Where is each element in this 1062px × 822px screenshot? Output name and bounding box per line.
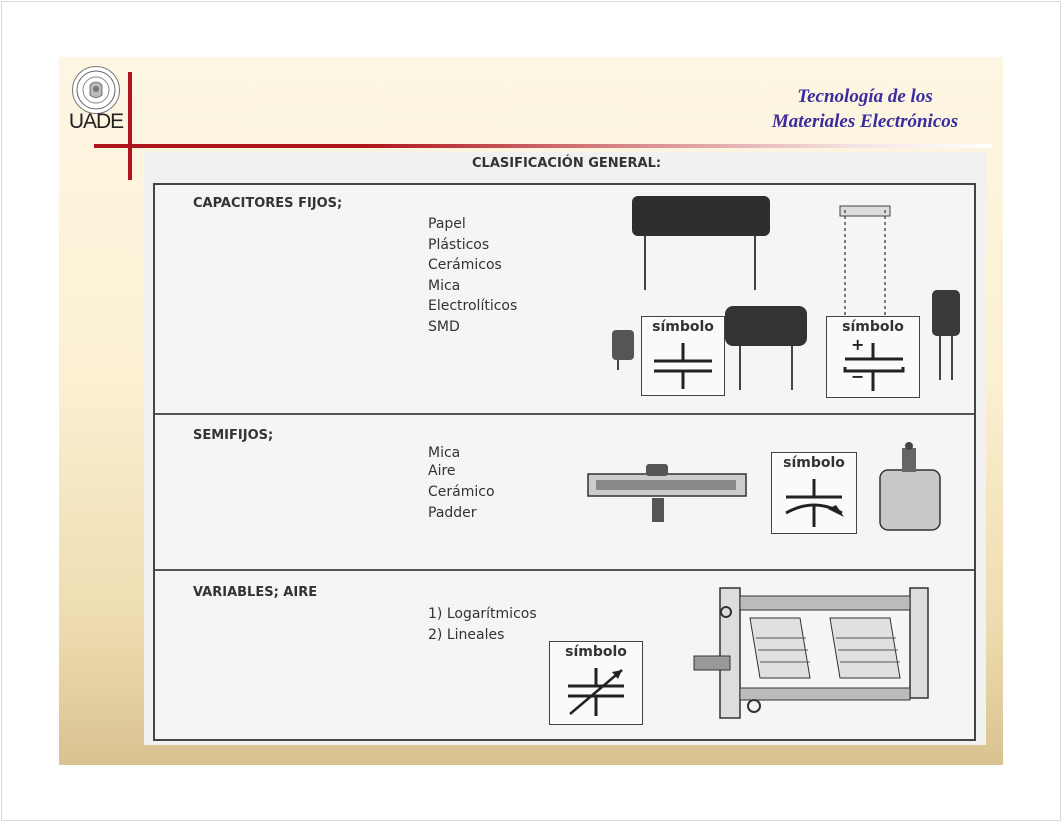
list-item: Mica <box>428 445 461 461</box>
list-item: Padder <box>428 505 477 521</box>
symbol-box-variable: símbolo <box>549 641 643 725</box>
electrolytic-capacitor-symbol-icon <box>843 343 905 391</box>
list-item: 2) Lineales <box>428 626 505 643</box>
symbol-label: símbolo <box>565 644 627 660</box>
list-item: Plásticos <box>428 236 490 253</box>
uade-logo: UADE <box>68 64 124 134</box>
accent-horizontal-line <box>94 144 992 148</box>
fixed-capacitor-symbol-icon <box>654 343 712 389</box>
list-item: SMD <box>428 318 460 335</box>
list-item: Papel <box>428 216 466 232</box>
plus-sign: + <box>851 335 865 354</box>
university-seal-icon <box>72 66 120 114</box>
row-divider <box>155 569 974 571</box>
variable-types-list: 1) Logarítmicos 2) Lineales <box>428 604 537 645</box>
symbol-label: símbolo <box>652 319 714 335</box>
list-item: 1) Logarítmicos <box>428 606 537 622</box>
symbol-box-fixed: símbolo <box>641 316 725 396</box>
slide-title: Tecnología de los Materiales Electrónico… <box>740 84 990 134</box>
symbol-box-electrolytic: símbolo + − <box>826 316 920 398</box>
list-item: Cerámico <box>428 484 495 500</box>
logo-text: UADE <box>68 110 124 133</box>
section-title-semifixed: SEMIFIJOS; <box>193 428 274 443</box>
list-item: Cerámicos <box>428 257 502 273</box>
section-title-fixed: CAPACITORES FIJOS; <box>193 196 343 211</box>
section-title-variable: VARIABLES; AIRE <box>193 585 318 600</box>
fixed-capacitor-illustrations <box>612 196 960 390</box>
figure-heading: CLASIFICACIÓN GENERAL: <box>472 156 662 171</box>
list-item: Aire <box>428 463 456 479</box>
variable-capacitor-symbol-icon <box>568 668 624 716</box>
symbol-box-semifixed: símbolo <box>771 452 857 534</box>
trimmer-capacitor-symbol-icon <box>785 479 844 527</box>
symbol-label: símbolo <box>783 455 845 471</box>
semifixed-types-list: Mica Aire Cerámico Padder <box>428 444 495 522</box>
fixed-types-list: Papel Plásticos Cerámicos Mica Electrolí… <box>428 214 517 337</box>
symbol-label: símbolo <box>842 319 904 335</box>
accent-vertical-line <box>128 72 132 180</box>
row-divider <box>155 413 974 415</box>
list-item: Mica <box>428 277 461 294</box>
title-line-2: Materiales Electrónicos <box>771 111 959 132</box>
trimmer-capacitor-illustrations <box>587 442 941 531</box>
variable-capacitor-illustration <box>693 587 929 719</box>
title-line-1: Tecnología de los <box>797 86 933 107</box>
list-item: Electrolíticos <box>428 298 518 314</box>
